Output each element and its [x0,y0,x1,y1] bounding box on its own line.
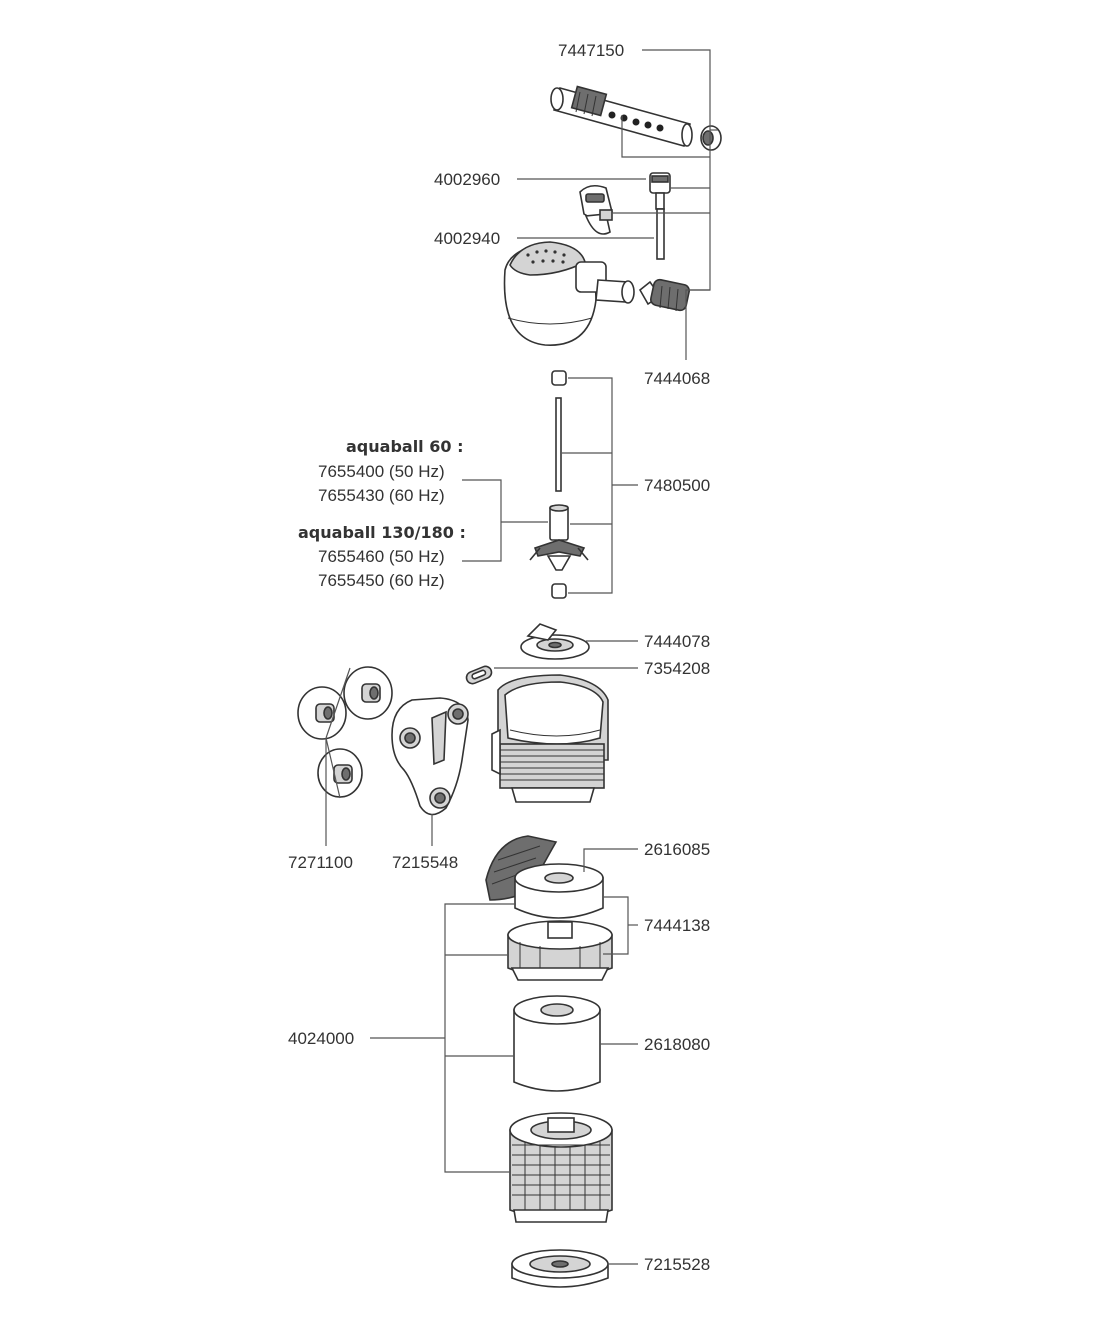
holder-bracket-part [391,697,469,816]
shaft-part [555,397,562,492]
suction-cup-2 [343,666,393,720]
shaft-bushing-bottom [551,583,567,599]
label-7655400: 7655400 (50 Hz) [318,462,445,481]
motor-housing-part [491,674,609,803]
filter-sponge-large [513,995,601,1092]
label-7444068: 7444068 [644,369,710,388]
bottom-cap-part [511,1249,609,1288]
shaft-bushing-top [551,370,567,386]
label-7480500: 7480500 [644,476,710,495]
label-7271100: 7271100 [288,853,353,872]
label-7655460: 7655460 (50 Hz) [318,547,445,566]
label-4002960: 4002960 [434,170,500,189]
label-7655430: 7655430 (60 Hz) [318,486,445,505]
label-2618080: 2618080 [644,1035,710,1054]
outlet-connector-part [638,278,690,312]
label-7215548: 7215548 [392,853,458,872]
label-aquaball-130-180: aquaball 130/180 : [298,523,466,542]
filter-cartridge-top [507,920,613,981]
nozzle-part [649,172,671,260]
elbow-part [579,184,613,235]
label-aquaball-60: aquaball 60 : [346,437,463,456]
ball-housing-part [503,241,635,346]
label-7444138: 7444138 [644,916,710,935]
leader-lines [325,49,718,1265]
motor-cover-part [520,623,590,660]
filter-basket-part [509,1112,613,1223]
seal-ring-part [465,665,493,685]
label-4002940: 4002940 [434,229,500,248]
label-7354208: 7354208 [644,659,710,678]
label-7444078: 7444078 [644,632,710,651]
suction-cup-3 [317,748,363,798]
label-7655450: 7655450 (60 Hz) [318,571,445,590]
label-4024000: 4024000 [288,1029,354,1048]
filter-sponge-small [514,863,604,919]
suction-cup-1 [297,686,347,740]
impeller-part [529,504,589,571]
label-7215528: 7215528 [644,1255,710,1274]
label-7447150: 7447150 [558,41,624,60]
label-2616085: 2616085 [644,840,710,859]
